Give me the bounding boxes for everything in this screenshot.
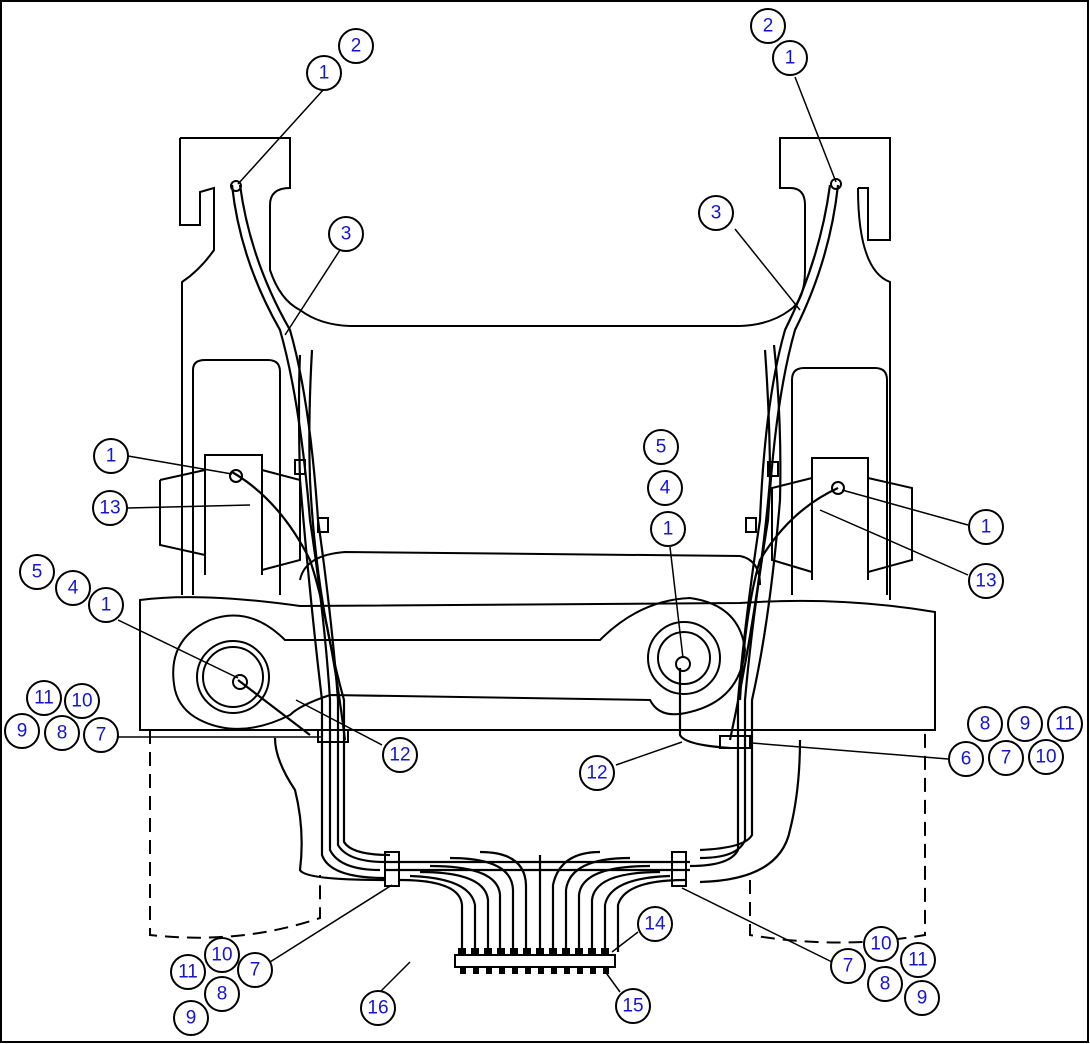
callout-label: 1 [663, 519, 674, 540]
callout-bubble: 5 [19, 554, 55, 590]
hose-bundle [230, 184, 840, 952]
callout-bubble: 7 [988, 740, 1024, 776]
callout-label: 13 [99, 498, 120, 519]
callout-label: 5 [32, 562, 43, 583]
callout-bubble: 10 [64, 683, 100, 719]
callout-bubble: 4 [647, 470, 683, 506]
callout-bubble: 10 [204, 937, 240, 973]
callout-bubble: 1 [93, 438, 129, 474]
callout-bubble: 7 [237, 952, 273, 988]
callout-label: 1 [319, 63, 330, 84]
callout-label: 8 [880, 974, 891, 995]
callout-label: 6 [961, 749, 972, 770]
callout-label: 11 [178, 962, 198, 983]
structure-outline [139, 137, 936, 944]
callout-bubble: 9 [173, 1000, 209, 1036]
callout-label: 11 [34, 688, 54, 709]
callout-bubble: 5 [643, 429, 679, 465]
callout-bubble: 3 [328, 216, 364, 252]
callout-bubble: 8 [204, 976, 240, 1012]
callout-label: 10 [71, 691, 92, 712]
callout-bubble: 1 [88, 587, 124, 623]
callout-bubble: 7 [830, 948, 866, 984]
callout-bubble: 11 [1047, 706, 1083, 742]
callout-label: 8 [217, 984, 228, 1005]
callout-bubble: 12 [382, 737, 418, 773]
hose-clamps [294, 459, 779, 887]
callout-bubble: 8 [867, 966, 903, 1002]
callout-bubble: 1 [772, 40, 808, 76]
callout-label: 13 [975, 571, 996, 592]
callout-bubble: 8 [967, 706, 1003, 742]
callout-bubble: 16 [360, 990, 396, 1026]
callout-label: 1 [101, 595, 112, 616]
callout-bubble: 7 [83, 717, 119, 753]
callout-bubble: 8 [44, 715, 80, 751]
callout-label: 3 [711, 203, 722, 224]
callout-bubble: 10 [1028, 739, 1064, 775]
callout-bubble: 9 [904, 980, 940, 1016]
callout-bubble: 1 [650, 511, 686, 547]
callout-bubble: 2 [750, 8, 786, 44]
callout-label: 11 [1055, 714, 1075, 735]
callout-bubble: 12 [579, 755, 615, 791]
callout-bubble: 13 [968, 563, 1004, 599]
callout-label: 11 [908, 950, 928, 971]
callout-bubble: 10 [863, 926, 899, 962]
callout-label: 7 [843, 956, 854, 977]
leader-lines [117, 76, 969, 993]
callout-label: 9 [1020, 714, 1031, 735]
callout-bubble: 9 [4, 713, 40, 749]
callout-bubble: 2 [338, 28, 374, 64]
callout-label: 15 [622, 996, 643, 1017]
callout-label: 3 [341, 224, 352, 245]
callout-label: 9 [917, 988, 928, 1009]
callout-label: 14 [644, 914, 666, 935]
fitting-block [454, 948, 616, 974]
callout-label: 1 [785, 48, 796, 69]
callout-bubble: 1 [306, 55, 342, 91]
callout-label: 4 [68, 578, 79, 599]
callout-label: 16 [367, 998, 388, 1019]
callout-label: 9 [17, 721, 28, 742]
callout-bubble: 6 [948, 741, 984, 777]
callout-label: 2 [351, 36, 362, 57]
callout-label: 2 [763, 16, 774, 37]
callout-label: 10 [870, 934, 891, 955]
callout-bubble: 4 [55, 570, 91, 606]
callout-bubble: 13 [92, 490, 128, 526]
callout-label: 1 [106, 446, 117, 467]
callout-bubble: 15 [615, 988, 651, 1024]
callout-bubble: 11 [26, 680, 62, 716]
callout-label: 12 [586, 763, 607, 784]
callout-bubbles: 2 1 2 1 3 3 1 13 5 4 1 1 13 5 4 1 11 10 … [4, 8, 1083, 1036]
callout-label: 7 [96, 725, 107, 746]
callout-label: 8 [57, 723, 68, 744]
callout-bubble: 11 [900, 942, 936, 978]
callout-label: 7 [250, 960, 261, 981]
callout-label: 7 [1001, 748, 1012, 769]
callout-label: 5 [656, 437, 667, 458]
callout-bubble: 1 [968, 509, 1004, 545]
callout-label: 4 [660, 478, 671, 499]
callout-bubble: 11 [170, 954, 206, 990]
callout-bubble: 9 [1007, 706, 1043, 742]
callout-label: 10 [211, 945, 232, 966]
callout-label: 1 [981, 517, 992, 538]
callout-bubble: 3 [698, 195, 734, 231]
callout-bubble: 14 [637, 906, 673, 942]
callout-label: 8 [980, 714, 991, 735]
callout-label: 10 [1035, 747, 1056, 768]
callout-label: 12 [389, 745, 410, 766]
callout-label: 9 [186, 1008, 197, 1029]
